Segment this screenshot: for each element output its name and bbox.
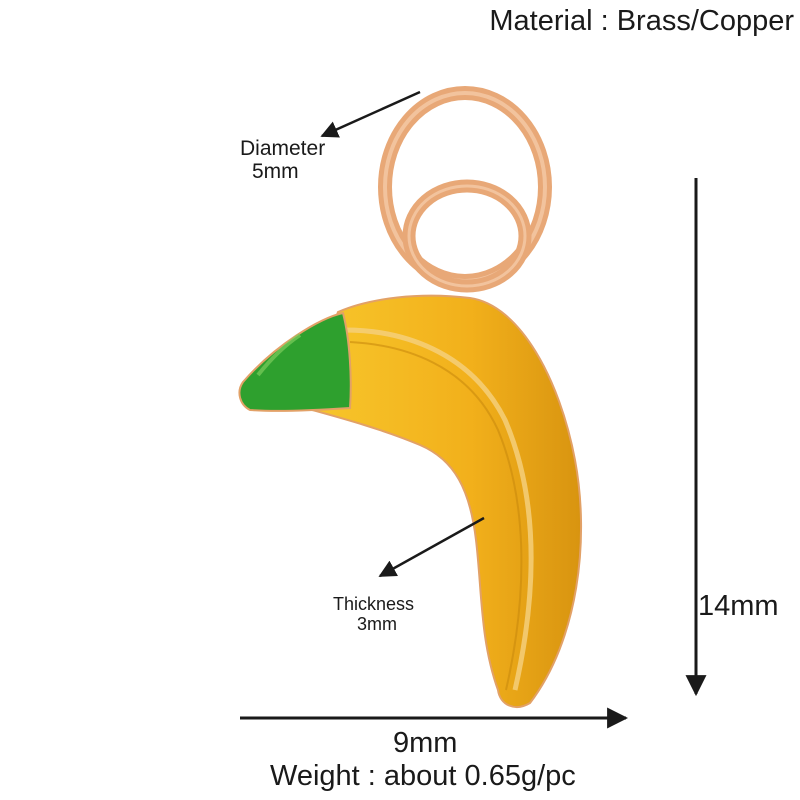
thickness-label: Thickness [333, 594, 415, 614]
diameter-arrow [320, 90, 421, 138]
material-label: Material : Brass/Copper [489, 5, 794, 37]
diameter-value: 5mm [252, 160, 299, 183]
height-value: 14mm [698, 590, 779, 622]
weight-label: Weight : about 0.65g/pc [270, 760, 576, 792]
thickness-arrow [378, 516, 485, 578]
banana-ridge [344, 327, 534, 691]
banana-charm-body [303, 294, 582, 708]
banana-ridge-shadow [349, 341, 523, 691]
thickness-value: 3mm [357, 614, 397, 634]
width-value: 9mm [393, 727, 458, 759]
banana-tip [238, 311, 352, 412]
diameter-label: Diameter [240, 137, 326, 160]
banana-tip-highlight [256, 333, 302, 377]
small-jump-ring-highlight [407, 184, 527, 288]
